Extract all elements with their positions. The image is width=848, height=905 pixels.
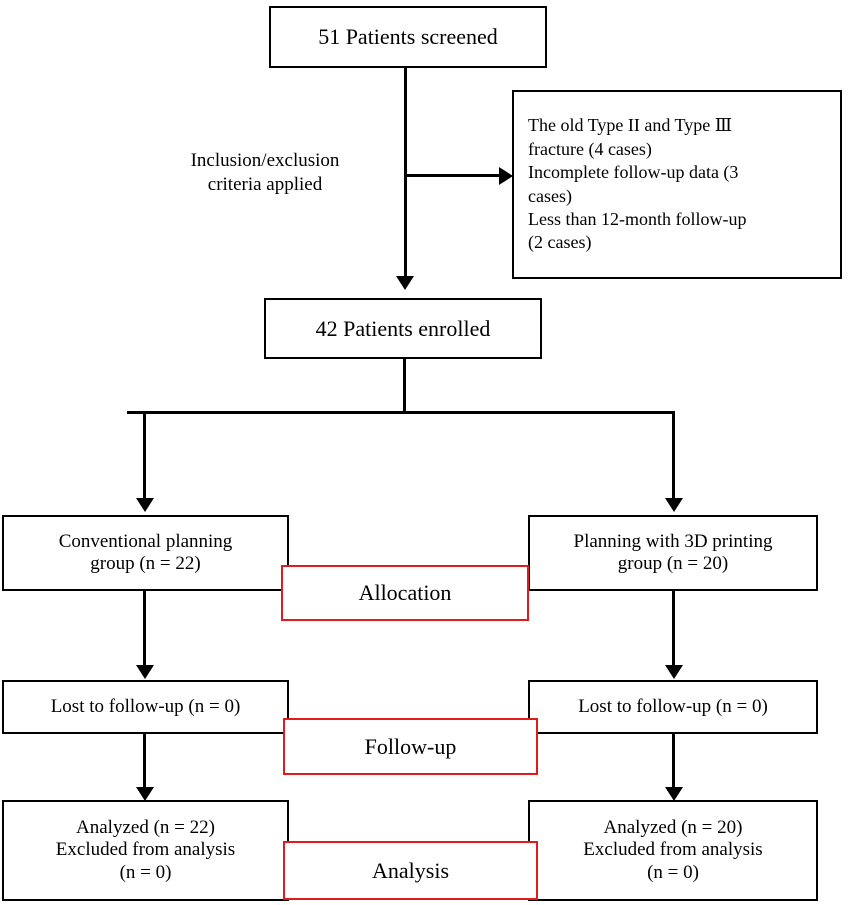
arrowhead-left-alloc-to-followup	[136, 665, 154, 679]
stage-label-analysis: Analysis	[283, 841, 538, 900]
connector-right-arm	[672, 411, 675, 500]
node-right-analyzed: Analyzed (n = 20) Excluded from analysis…	[528, 800, 818, 901]
stage-label-allocation: Allocation	[281, 565, 529, 621]
arrowhead-to-excluded	[499, 167, 513, 185]
connector-enrolled-stem	[403, 359, 406, 413]
connector-left-arm	[143, 411, 146, 500]
node-right-lost-to-followup-label: Lost to follow-up (n = 0)	[578, 695, 768, 717]
connector-left-alloc-to-followup	[143, 591, 146, 667]
arrowhead-right-arm	[665, 498, 683, 512]
connector-allocation-bar	[127, 411, 675, 414]
arrowhead-screened-to-enrolled	[396, 276, 414, 290]
node-excluded-reasons: The old Type II and Type Ⅲ fracture (4 c…	[512, 90, 842, 279]
node-printing-group-label: Planning with 3D printing group (n = 20)	[573, 530, 773, 574]
label-inclusion-exclusion-criteria: Inclusion/exclusion criteria applied	[190, 150, 340, 196]
connector-left-followup-to-analysis	[143, 734, 146, 789]
node-screened: 51 Patients screened	[269, 6, 547, 68]
node-screened-label: 51 Patients screened	[318, 24, 498, 50]
node-conventional-group: Conventional planning group (n = 22)	[2, 515, 289, 591]
node-right-lost-to-followup: Lost to follow-up (n = 0)	[528, 680, 818, 734]
arrowhead-right-alloc-to-followup	[665, 665, 683, 679]
node-excluded-reasons-label: The old Type II and Type Ⅲ fracture (4 c…	[528, 115, 747, 253]
node-conventional-group-label: Conventional planning group (n = 22)	[58, 530, 233, 574]
node-enrolled-label: 42 Patients enrolled	[315, 315, 491, 341]
node-right-analyzed-label: Analyzed (n = 20) Excluded from analysis…	[583, 816, 763, 883]
arrowhead-right-followup-to-analysis	[665, 787, 683, 801]
node-left-lost-to-followup: Lost to follow-up (n = 0)	[2, 680, 289, 734]
connector-to-excluded	[405, 174, 505, 177]
connector-right-alloc-to-followup	[672, 591, 675, 667]
connector-screened-to-enrolled	[404, 68, 407, 278]
node-left-analyzed: Analyzed (n = 22) Excluded from analysis…	[2, 800, 289, 901]
arrowhead-left-followup-to-analysis	[136, 787, 154, 801]
arrowhead-left-arm	[136, 498, 154, 512]
stage-label-allocation-text: Allocation	[358, 580, 452, 605]
node-printing-group: Planning with 3D printing group (n = 20)	[528, 515, 818, 591]
stage-label-followup-text: Follow-up	[364, 733, 457, 759]
stage-label-followup: Follow-up	[283, 718, 538, 775]
stage-label-analysis-text: Analysis	[372, 857, 449, 883]
node-enrolled: 42 Patients enrolled	[264, 298, 542, 359]
node-left-lost-to-followup-label: Lost to follow-up (n = 0)	[50, 695, 241, 717]
connector-right-followup-to-analysis	[672, 734, 675, 789]
node-left-analyzed-label: Analyzed (n = 22) Excluded from analysis…	[55, 816, 236, 883]
